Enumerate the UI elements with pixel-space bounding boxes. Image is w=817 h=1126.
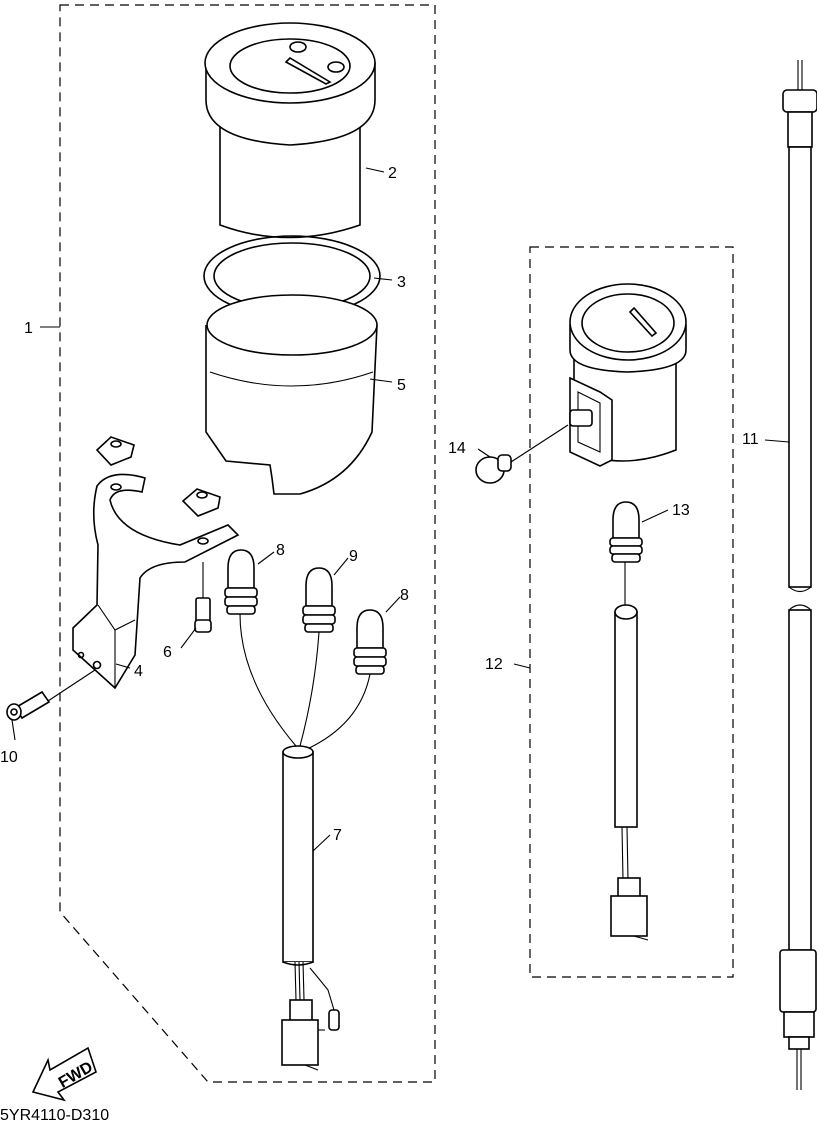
meter-housing-part-2 <box>204 22 376 239</box>
callout-7: 7 <box>333 827 342 844</box>
callout-6: 6 <box>163 644 172 661</box>
callout-10: 10 <box>0 749 18 766</box>
bulb-socket-part-13 <box>609 501 649 941</box>
assembly-1-boundary <box>59 4 436 1083</box>
meter-unit-part-12 <box>510 283 687 467</box>
speedometer-cable-part-11 <box>779 60 817 1090</box>
bracket-part-4 <box>72 473 240 690</box>
screw-part-6 <box>194 562 212 633</box>
bulb-wires <box>239 613 371 751</box>
bolt-part-10 <box>6 669 96 721</box>
assembly-12-boundary <box>529 246 734 978</box>
drawing-code: 5YR4110-D310 <box>0 1107 109 1124</box>
clip-nut <box>95 436 135 466</box>
callout-3: 3 <box>397 274 406 291</box>
fwd-direction-arrow: FWD <box>31 1046 97 1102</box>
callout-4: 4 <box>134 663 143 680</box>
clip-nut <box>181 488 221 517</box>
bulb-part-9 <box>302 567 336 633</box>
callout-leaders <box>11 167 790 852</box>
callout-8-right: 8 <box>400 587 409 604</box>
callout-9: 9 <box>349 548 358 565</box>
callout-13: 13 <box>672 502 690 519</box>
wire-harness-part-7 <box>281 745 340 1071</box>
callout-5: 5 <box>397 377 406 394</box>
callout-8-left: 8 <box>276 542 285 559</box>
callout-11: 11 <box>742 431 759 448</box>
meter-cover-part-5 <box>205 294 378 495</box>
callout-2: 2 <box>388 165 397 182</box>
callout-1: 1 <box>24 320 33 337</box>
callout-14: 14 <box>448 440 466 457</box>
bulb-part-8-left <box>224 549 258 615</box>
bulb-part-8-right <box>353 609 387 675</box>
grommet-part-14 <box>475 454 512 484</box>
callout-12: 12 <box>485 656 503 673</box>
